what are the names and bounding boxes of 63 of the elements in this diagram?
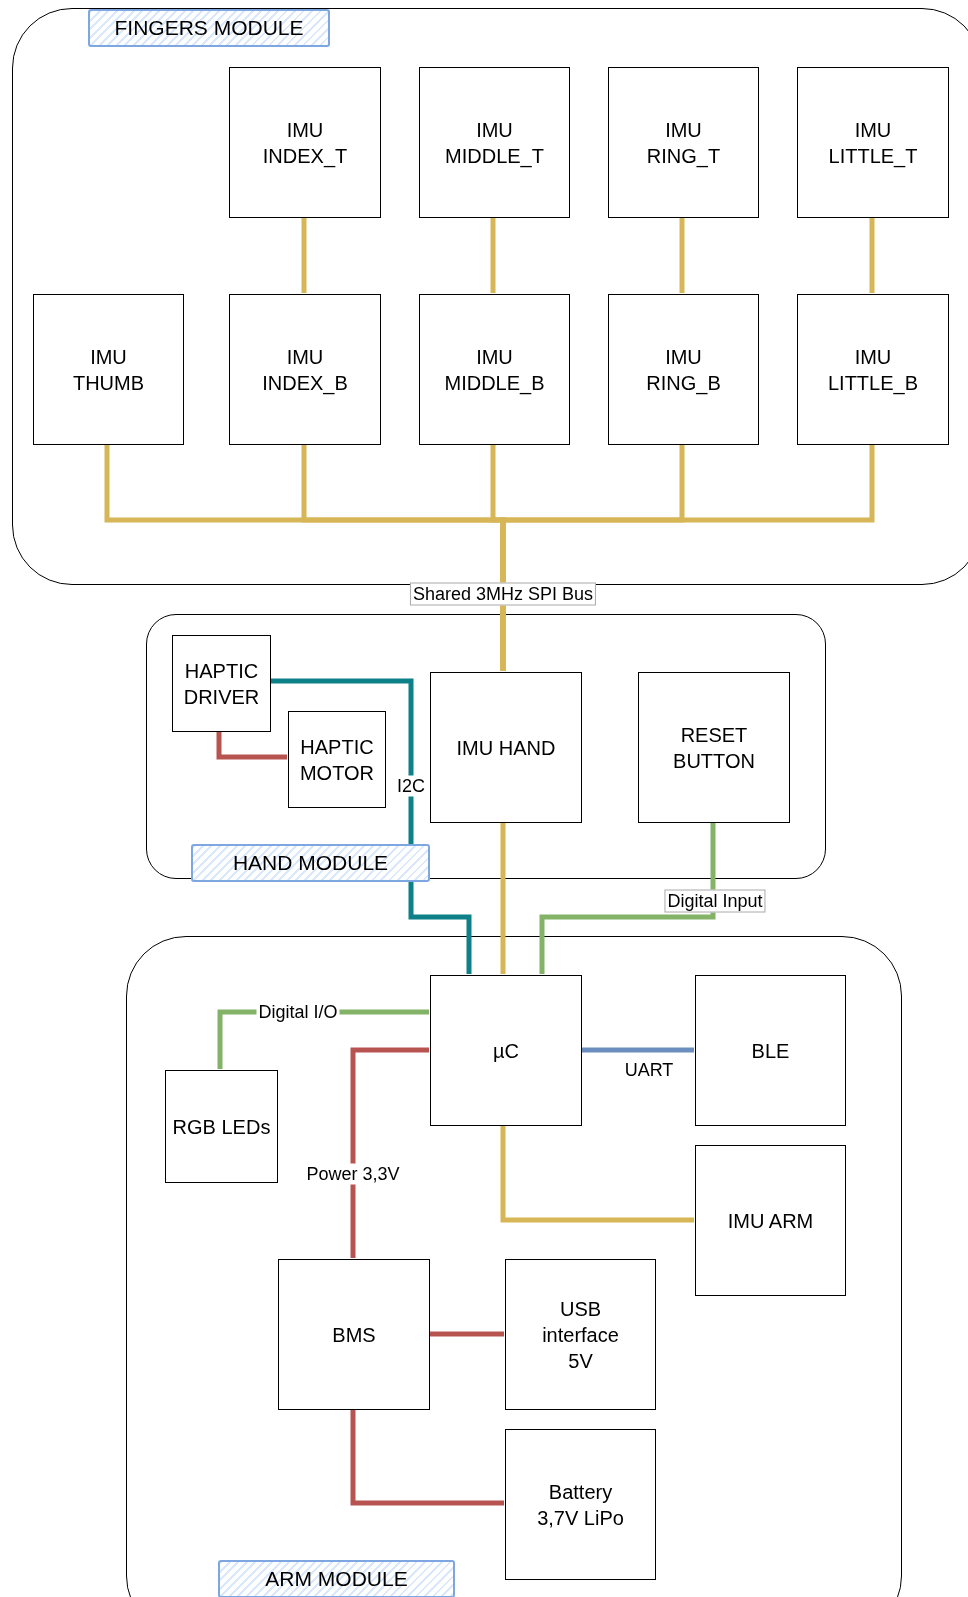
connector-line: [429, 1331, 504, 1337]
component-label: Battery 3,7V LiPo: [536, 1479, 625, 1531]
component-box: [505, 1429, 656, 1580]
component-box: [638, 672, 790, 823]
component-label: IMU MIDDLE_T: [444, 117, 545, 169]
module-container: [126, 936, 902, 1597]
component-box: [430, 672, 582, 823]
edge-label: Shared 3MHz SPI Bus: [409, 582, 597, 606]
component-label: BLE: [751, 1038, 790, 1064]
connector-line: [869, 217, 875, 293]
connector-line: [679, 217, 685, 293]
connector-line: [270, 678, 472, 974]
component-label: HAPTIC MOTOR: [298, 734, 376, 786]
component-box: [165, 1070, 278, 1183]
component-label: IMU RING_B: [645, 344, 722, 396]
connector-line: [301, 217, 307, 293]
component-box: [419, 67, 570, 218]
module-title: HAND MODULE: [191, 844, 430, 882]
connector-line: [216, 731, 287, 760]
component-label: BMS: [332, 1322, 376, 1348]
component-label: IMU INDEX_B: [261, 344, 349, 396]
component-label: IMU LITTLE_B: [826, 344, 919, 396]
component-box: [288, 711, 386, 808]
module-title: FINGERS MODULE: [88, 9, 330, 47]
component-box: [278, 1259, 430, 1410]
component-label: µC: [493, 1038, 519, 1064]
component-box: [695, 975, 846, 1126]
component-label: IMU ARM: [727, 1208, 814, 1234]
component-box: [695, 1145, 846, 1296]
component-box: [797, 294, 949, 445]
connector-line: [350, 1047, 429, 1258]
component-label: RESET BUTTON: [672, 722, 756, 774]
connector-line: [500, 1125, 694, 1223]
component-box: [797, 67, 949, 218]
edge-label: Digital Input: [664, 889, 766, 913]
connector-line: [581, 1047, 694, 1053]
component-box: [229, 67, 381, 218]
connector-line: [490, 217, 496, 293]
component-label: IMU INDEX_T: [261, 117, 349, 169]
component-box: [505, 1259, 656, 1410]
connector-line: [500, 444, 875, 671]
component-label: IMU HAND: [456, 735, 556, 761]
component-box: [608, 294, 759, 445]
module-title: ARM MODULE: [218, 1560, 455, 1597]
connector-line: [500, 822, 506, 974]
module-container: [146, 614, 826, 879]
component-label: IMU MIDDLE_B: [443, 344, 546, 396]
component-label: IMU THUMB: [71, 344, 146, 396]
component-label: RGB LEDs: [172, 1114, 271, 1140]
component-box: [430, 975, 582, 1126]
component-label: IMU LITTLE_T: [827, 117, 919, 169]
component-box: [172, 635, 271, 732]
connector-line: [539, 822, 716, 974]
connector-line: [350, 1409, 504, 1506]
component-box: [229, 294, 381, 445]
component-label: USB interface 5V: [541, 1296, 620, 1374]
component-label: HAPTIC DRIVER: [182, 658, 261, 710]
edge-label: Power 3,3V: [304, 1163, 402, 1185]
component-box: [419, 294, 570, 445]
component-box: [33, 294, 184, 445]
edge-label: I2C: [395, 775, 427, 797]
component-box: [608, 67, 759, 218]
component-label: IMU RING_T: [645, 117, 722, 169]
